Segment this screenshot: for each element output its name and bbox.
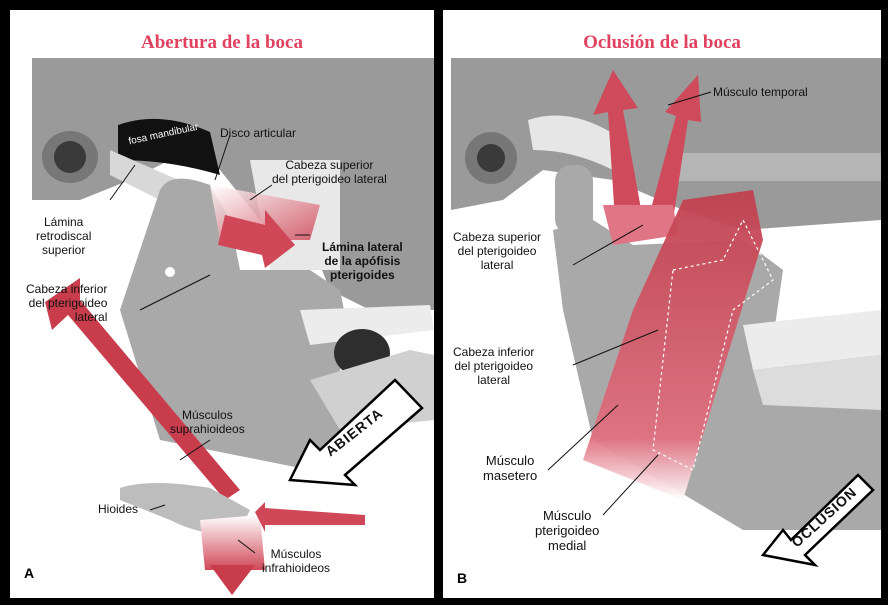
panel-a-letter: A: [24, 565, 34, 581]
panel-mouth-opening: Abertura de la boca fosa mandibular Disc…: [10, 10, 434, 598]
panel-b-letter: B: [457, 570, 467, 586]
panel-mouth-closing: Oclusión de la boca Músculo temporal Cab…: [443, 10, 881, 598]
label-musculo-temporal: Músculo temporal: [713, 85, 808, 99]
suprahyoid-horizontal-arrow: [255, 502, 365, 532]
zygomatic-arch: [668, 153, 881, 181]
panel-a-title: Abertura de la boca: [10, 32, 434, 54]
panel-b-title: Oclusión de la boca: [443, 32, 881, 54]
infrahyoid-arrow: [210, 565, 255, 595]
label-hioides: Hioides: [98, 502, 138, 516]
closing-illustration: [443, 10, 881, 598]
label-disco-articular: Disco articular: [220, 126, 296, 140]
infrahyoid-muscle: [200, 515, 265, 570]
